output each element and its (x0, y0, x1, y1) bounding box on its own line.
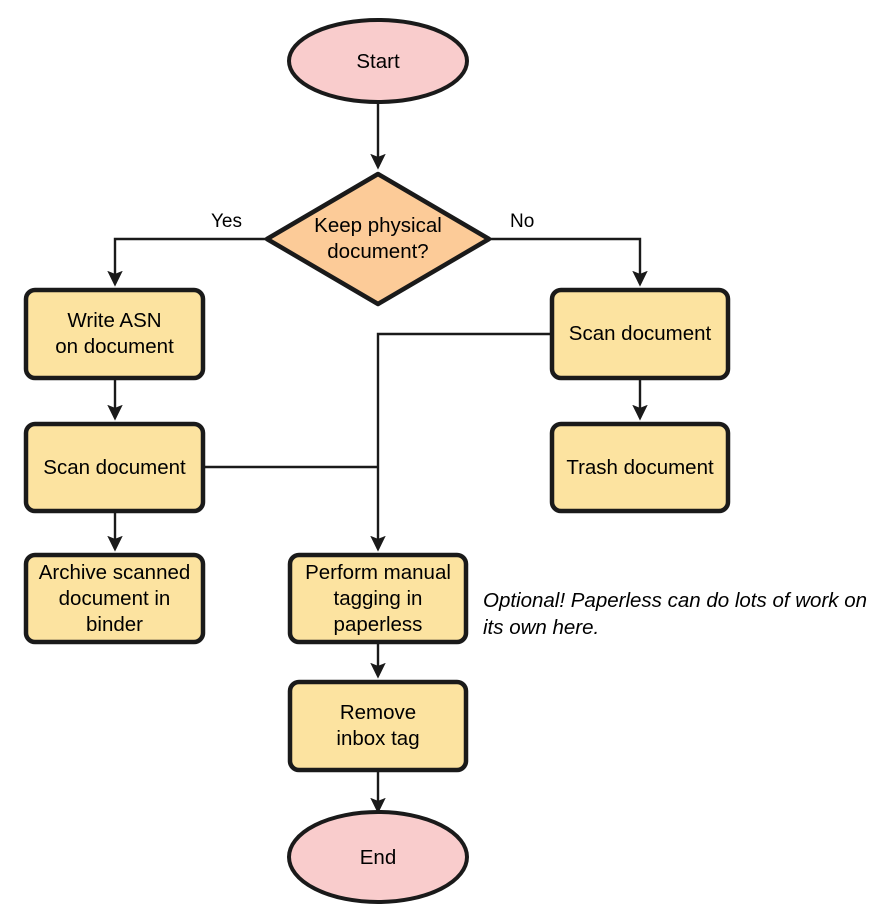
node-start[interactable] (287, 18, 469, 104)
node-perform-manual-tagging[interactable] (287, 552, 469, 645)
edge-decision-to-scan-right (489, 237, 648, 287)
node-scan-document-right[interactable] (549, 287, 731, 381)
node-end[interactable] (287, 810, 469, 904)
node-decision[interactable] (264, 171, 492, 307)
node-archive-scanned-document[interactable] (23, 552, 206, 645)
node-remove-inbox-tag[interactable] (287, 679, 469, 773)
edge-decision-to-write-asn (107, 237, 267, 287)
node-trash-document[interactable] (549, 421, 731, 514)
edge-label-no: No (510, 211, 535, 232)
edge-scan-right-to-tagging (370, 332, 552, 552)
node-scan-document-left[interactable] (23, 421, 206, 514)
optional-note: Optional! Paperless can do lots of work … (483, 589, 868, 639)
edge-label-yes: Yes (211, 211, 242, 232)
node-write-asn[interactable] (23, 287, 206, 381)
